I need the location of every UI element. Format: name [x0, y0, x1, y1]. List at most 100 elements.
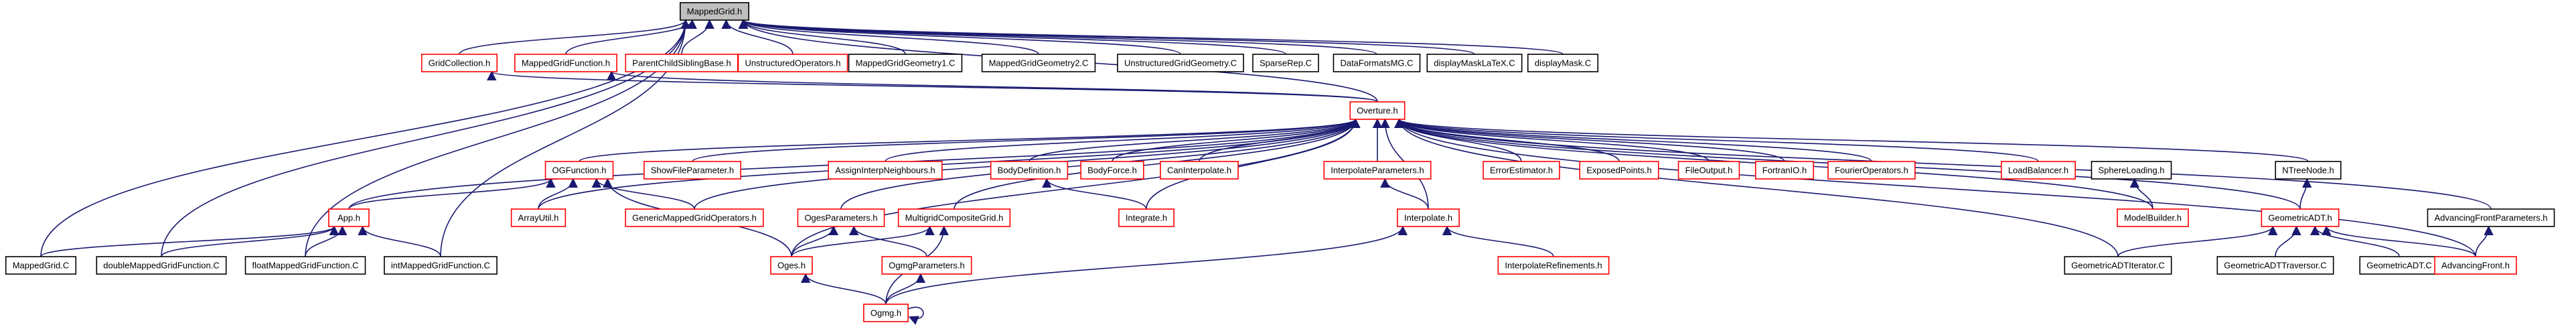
edge-fortranio-to-overture	[1394, 118, 1785, 162]
node-interpparams[interactable]: InterpolateParameters.h	[1323, 161, 1432, 180]
node-modelbuilder[interactable]: ModelBuilder.h	[2117, 208, 2189, 227]
node-box	[514, 54, 617, 72]
node-label: FourierOperators.h	[1835, 165, 1908, 175]
edge-mappedgridc-to-apph	[40, 225, 339, 257]
node-gridcollection[interactable]: GridCollection.h	[421, 54, 498, 72]
node-dataformats[interactable]: DataFormatsMG.C	[1333, 54, 1421, 72]
node-geomadttrav[interactable]: GeometricADTTraversor.C	[2216, 256, 2334, 275]
node-mgg1[interactable]: MappedGridGeometry1.C	[848, 54, 963, 72]
node-integrate[interactable]: Integrate.h	[1118, 208, 1175, 227]
edge-fourierops-to-overture	[1394, 118, 1872, 162]
edge-ogmg-to-oges	[801, 273, 887, 305]
node-label: MappedGrid.C	[13, 260, 70, 270]
node-box	[421, 54, 498, 72]
node-label: ErrorEstimator.h	[1490, 165, 1553, 175]
node-label: BodyDefinition.h	[998, 165, 1061, 175]
edge-ogfunction-to-overture	[579, 118, 1361, 162]
node-box	[1497, 256, 1610, 275]
node-floatmgf[interactable]: floatMappedGridFunction.C	[244, 256, 366, 275]
node-advfront[interactable]: AdvancingFront.h	[2434, 256, 2517, 275]
node-ogmg[interactable]: Ogmg.h	[863, 304, 909, 322]
node-geomadtiter[interactable]: GeometricADTIterator.C	[2064, 256, 2172, 275]
node-genericmgops[interactable]: GenericMappedGridOperators.h	[625, 208, 764, 227]
node-label: doubleMappedGridFunction.C	[103, 260, 219, 270]
node-intmgf[interactable]: intMappedGridFunction.C	[384, 256, 498, 275]
node-bodydef[interactable]: BodyDefinition.h	[990, 161, 1069, 180]
node-mappedgridfunction[interactable]: MappedGridFunction.h	[514, 54, 617, 72]
edge-ntreenode-to-overture	[1395, 118, 2309, 162]
node-label: BodyForce.h	[1087, 165, 1137, 175]
edge-advfront-to-overture	[1394, 118, 2476, 257]
node-box	[2064, 256, 2172, 275]
node-exposed[interactable]: ExposedPoints.h	[1579, 161, 1659, 180]
node-box	[2359, 256, 2439, 275]
node-ntreenode[interactable]: NTreeNode.h	[2275, 161, 2342, 180]
node-oges[interactable]: Oges.h	[770, 256, 813, 275]
node-bodyforce[interactable]: BodyForce.h	[1080, 161, 1144, 180]
edge-oges-to-overture	[791, 118, 1361, 257]
node-interpolate[interactable]: Interpolate.h	[1397, 208, 1460, 227]
node-label: GeometricADT.h	[2268, 212, 2332, 222]
node-ogesparams[interactable]: OgesParameters.h	[797, 208, 885, 227]
edge-unstructuredops-to-root	[721, 19, 793, 55]
node-box	[244, 256, 366, 275]
edge-interprefine-to-interpolate	[1442, 225, 1554, 257]
node-fourierops[interactable]: FourierOperators.h	[1827, 161, 1916, 180]
node-box	[2434, 256, 2517, 275]
node-geomadt[interactable]: GeometricADT.h	[2261, 208, 2340, 227]
node-box	[2275, 161, 2342, 180]
node-fortranio[interactable]: FortranIO.h	[1754, 161, 1815, 180]
node-arrayutil[interactable]: ArrayUtil.h	[510, 208, 566, 227]
edge-doublemgf-to-apph	[161, 225, 339, 257]
edge-intmgf-to-apph	[358, 225, 441, 257]
node-box	[643, 161, 741, 180]
node-parentchild[interactable]: ParentChildSiblingBase.h	[625, 54, 739, 72]
node-errest[interactable]: ErrorEstimator.h	[1483, 161, 1560, 180]
node-box	[384, 256, 498, 275]
edge-multigridcg-to-overture	[954, 118, 1361, 210]
node-mgg2[interactable]: MappedGridGeometry2.C	[981, 54, 1096, 72]
node-ugg[interactable]: UnstructuredGridGeometry.C	[1117, 54, 1244, 72]
node-mappedgridc[interactable]: MappedGrid.C	[5, 256, 77, 275]
edge-advfront-to-geomadt	[2322, 225, 2476, 257]
edge-showfile-to-overture	[692, 118, 1361, 162]
edge-arrayutil-to-overture	[538, 118, 1361, 210]
edge-gridcollection-to-root	[459, 19, 690, 55]
node-showfile[interactable]: ShowFileParameter.h	[643, 161, 741, 180]
edge-dmlatex-to-root	[739, 19, 1475, 55]
edge-ogmg-to-interpolate	[885, 225, 1408, 305]
edge-genericmgops-to-ogfunction	[591, 178, 695, 210]
node-unstructuredops[interactable]: UnstructuredOperators.h	[737, 54, 848, 72]
node-box	[770, 256, 813, 275]
node-multigridcg[interactable]: MultigridCompositeGrid.h	[897, 208, 1011, 227]
node-label: GridCollection.h	[429, 58, 491, 68]
node-box	[990, 161, 1069, 180]
node-advfrontparams[interactable]: AdvancingFrontParameters.h	[2427, 208, 2555, 227]
node-ogmgparams[interactable]: OgmgParameters.h	[881, 256, 972, 275]
node-loadbal[interactable]: LoadBalancer.h	[2001, 161, 2076, 180]
node-label: Overture.h	[1357, 105, 1397, 115]
node-label: UnstructuredGridGeometry.C	[1124, 58, 1237, 68]
edge-bodydef-to-overture	[1029, 118, 1361, 162]
node-label: CanInterpolate.h	[1167, 165, 1231, 175]
node-dm[interactable]: displayMask.C	[1527, 54, 1599, 72]
node-fileoutput[interactable]: FileOutput.h	[1677, 161, 1740, 180]
node-interprefine[interactable]: InterpolateRefinements.h	[1497, 256, 1610, 275]
node-sparserep[interactable]: SparseRep.C	[1252, 54, 1319, 72]
node-label: App.h	[337, 212, 360, 222]
node-assigninterp[interactable]: AssignInterpNeighbours.h	[828, 161, 943, 180]
node-sphereload[interactable]: SphereLoading.h	[2091, 161, 2172, 180]
node-label: intMappedGridFunction.C	[391, 260, 490, 270]
node-ogfunction[interactable]: OGFunction.h	[544, 161, 614, 180]
node-label: MappedGridGeometry2.C	[989, 58, 1089, 68]
edge-dataformats-to-root	[739, 19, 1377, 55]
node-geomadtc[interactable]: GeometricADT.C	[2359, 256, 2439, 275]
node-label: OGFunction.h	[552, 165, 607, 175]
node-overture[interactable]: Overture.h	[1349, 101, 1406, 120]
node-apph[interactable]: App.h	[328, 208, 370, 227]
node-doublemgf[interactable]: doubleMappedGridFunction.C	[96, 256, 227, 275]
node-box	[1080, 161, 1144, 180]
node-caninterp[interactable]: CanInterpolate.h	[1160, 161, 1239, 180]
node-dmlatex[interactable]: displayMaskLaTeX.C	[1426, 54, 1523, 72]
edge-geomadtiter-to-overture	[1394, 118, 2119, 257]
